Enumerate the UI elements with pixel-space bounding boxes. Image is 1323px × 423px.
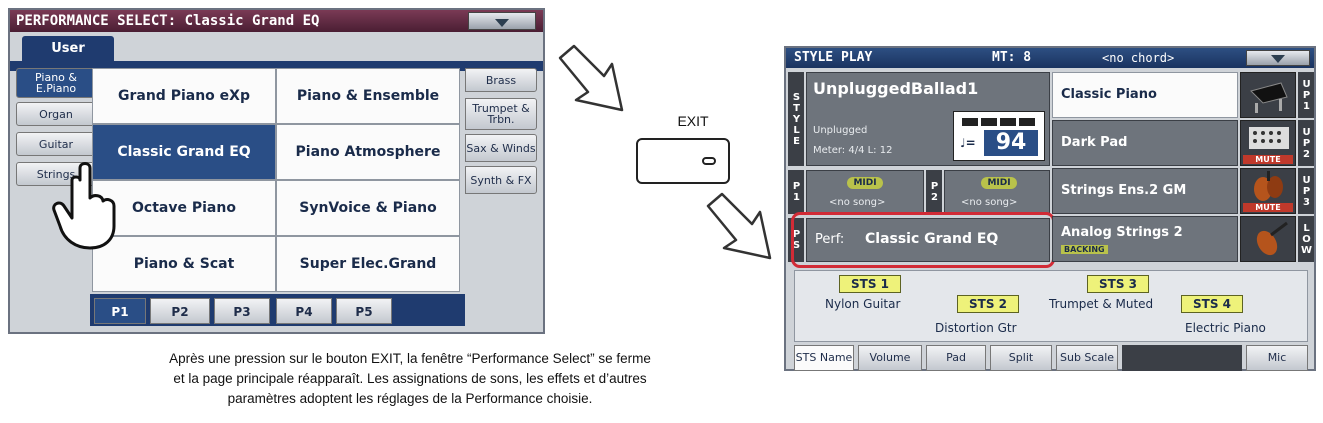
player1-song: <no song> [829, 197, 886, 208]
player1-panel[interactable]: MIDI <no song> [806, 170, 924, 214]
sts1-button[interactable]: STS 1 [839, 275, 901, 293]
performance-panel[interactable]: Perf: Classic Grand EQ [806, 218, 1050, 262]
backing-badge: BACKING [1061, 245, 1108, 254]
category-tab-piano[interactable]: Piano & E.Piano [16, 68, 96, 98]
sts4-button[interactable]: STS 4 [1181, 295, 1243, 313]
sts-panel: STS 1 Nylon Guitar STS 2 Distortion Gtr … [794, 270, 1308, 342]
tab-sts-name[interactable]: STS Name [794, 345, 854, 371]
player2-side-label: P2 [926, 170, 942, 214]
style-side-label: STYLE [788, 72, 804, 166]
category-tab-trumpet[interactable]: Trumpet & Trbn. [465, 98, 537, 130]
performance-cell[interactable]: Piano & Scat [92, 236, 276, 292]
category-tab-synth[interactable]: Synth & FX [465, 166, 537, 194]
track-lower[interactable]: Analog Strings 2 BACKING [1052, 216, 1238, 262]
style-bank: Unplugged [813, 125, 868, 136]
caption-line: et la page principale réapparaît. Les as… [173, 371, 647, 386]
page-tab-p4[interactable]: P4 [276, 298, 332, 324]
track-name: Analog Strings 2 [1061, 225, 1183, 240]
window-menu-button[interactable] [468, 12, 536, 30]
chevron-down-icon [1271, 55, 1285, 63]
performance-cell[interactable]: Octave Piano [92, 180, 276, 236]
category-tab-guitar[interactable]: Guitar [16, 132, 96, 156]
pointing-hand-icon [52, 162, 116, 250]
performance-cell[interactable]: Piano & Ensemble [276, 68, 460, 124]
pad-icon[interactable]: MUTE [1240, 120, 1296, 166]
tab-user[interactable]: User [22, 36, 114, 61]
category-tab-sax[interactable]: Sax & Winds [465, 134, 537, 162]
perf-name: Classic Grand EQ [865, 231, 999, 247]
page-title: STYLE PLAY [794, 50, 873, 65]
caption-line: paramètres adoptent les réglages de la P… [227, 391, 593, 406]
performance-cell[interactable]: SynVoice & Piano [276, 180, 460, 236]
track-name: Classic Piano [1061, 87, 1157, 102]
page-tab-p5[interactable]: P5 [336, 298, 392, 324]
sts1-name: Nylon Guitar [825, 297, 901, 311]
page-tab-p3[interactable]: P3 [214, 298, 270, 324]
lower-side-label: LOW [1298, 216, 1314, 262]
violin-icon[interactable] [1240, 216, 1296, 262]
tempo-symbol: ♩= [960, 136, 976, 150]
tab-sub-scale[interactable]: Sub Scale [1056, 345, 1118, 371]
highlight-outline [791, 212, 1055, 268]
midi-badge: MIDI [981, 177, 1017, 189]
perf-label: Perf: [815, 232, 845, 247]
piano-icon[interactable] [1240, 72, 1296, 118]
style-panel[interactable]: UnpluggedBallad1 Unplugged Meter: 4/4 L:… [806, 72, 1050, 166]
meter-info: Meter: 4/4 L: 12 [813, 145, 893, 156]
performance-cell[interactable]: Super Elec.Grand [276, 236, 460, 292]
beat-indicator [962, 118, 1036, 126]
caption: Après une pression sur le bouton EXIT, l… [60, 349, 760, 409]
master-transpose: MT: 8 [992, 50, 1032, 65]
category-tab-organ[interactable]: Organ [16, 102, 96, 126]
mute-badge: MUTE [1243, 203, 1293, 212]
style-name: UnpluggedBallad1 [813, 79, 979, 98]
sts3-name: Trumpet & Muted [1049, 297, 1154, 311]
tab-volume[interactable]: Volume [858, 345, 922, 371]
sts4-name: Electric Piano [1185, 321, 1266, 335]
performance-select-window: PERFORMANCE SELECT: Classic Grand EQ Use… [8, 8, 545, 334]
midi-badge: MIDI [847, 177, 883, 189]
tab-mic[interactable]: Mic [1246, 345, 1308, 371]
tab-split[interactable]: Split [990, 345, 1052, 371]
tempo-value: 94 [984, 130, 1038, 156]
window-title: PERFORMANCE SELECT: Classic Grand EQ [10, 10, 543, 32]
chord-display: <no chord> [1102, 51, 1175, 65]
sts2-button[interactable]: STS 2 [957, 295, 1019, 313]
page-tab-p1[interactable]: P1 [94, 298, 146, 324]
performance-cell[interactable]: Piano Atmosphere [276, 124, 460, 180]
caption-line: Après une pression sur le bouton EXIT, l… [169, 351, 651, 366]
exit-label: EXIT [677, 113, 709, 129]
player2-panel[interactable]: MIDI <no song> [944, 170, 1050, 214]
page-tab-p2[interactable]: P2 [150, 298, 210, 324]
track-upper2[interactable]: Dark Pad [1052, 120, 1238, 166]
arrow-right-down-icon [558, 44, 624, 112]
strings-icon[interactable]: MUTE [1240, 168, 1296, 214]
tab-pad[interactable]: Pad [926, 345, 986, 371]
track-upper3[interactable]: Strings Ens.2 GM [1052, 168, 1238, 214]
performance-cell[interactable]: Grand Piano eXp [92, 68, 276, 124]
exit-led-icon [702, 157, 716, 165]
sts2-name: Distortion Gtr [935, 321, 1017, 335]
bank-bar [10, 61, 543, 71]
upper2-side-label: UP2 [1298, 120, 1314, 166]
chevron-down-icon [495, 19, 509, 27]
track-upper1[interactable]: Classic Piano [1052, 72, 1238, 118]
sts3-button[interactable]: STS 3 [1087, 275, 1149, 293]
window-title-bar: STYLE PLAY MT: 8 <no chord> [786, 48, 1314, 68]
upper1-side-label: UP1 [1298, 72, 1314, 118]
player1-side-label: P1 [788, 170, 804, 214]
page-menu-button[interactable] [1246, 50, 1310, 66]
track-name: Dark Pad [1061, 135, 1128, 150]
performance-cell-selected[interactable]: Classic Grand EQ [92, 124, 276, 180]
mute-badge: MUTE [1243, 155, 1293, 164]
player2-song: <no song> [961, 197, 1018, 208]
arrow-right-down-icon [706, 192, 772, 260]
upper3-side-label: UP3 [1298, 168, 1314, 214]
track-name: Strings Ens.2 GM [1061, 183, 1187, 198]
tab-bar-spacer [1122, 345, 1242, 371]
category-tab-brass[interactable]: Brass [465, 68, 537, 92]
tempo-box[interactable]: ♩= 94 [953, 111, 1045, 161]
style-play-window: STYLE PLAY MT: 8 <no chord> STYLE Unplug… [784, 46, 1316, 371]
